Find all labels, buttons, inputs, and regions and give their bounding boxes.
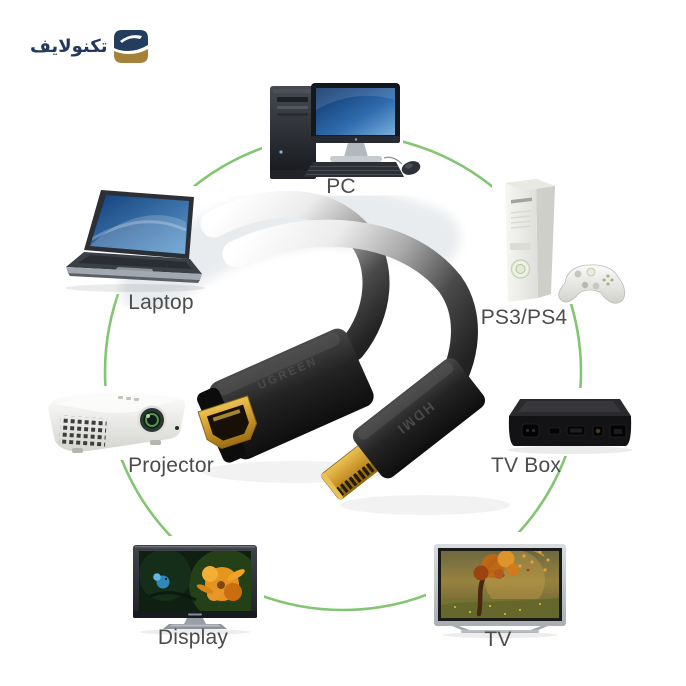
- hdmi-male-connector: HDMI: [320, 358, 486, 500]
- pc-illustration: [270, 83, 421, 179]
- projector-illustration: [48, 390, 186, 453]
- device-label-tv: TV: [484, 628, 512, 651]
- device-label-tv-box: TV Box: [490, 454, 562, 477]
- projector-vent: [59, 415, 107, 447]
- device-label-laptop: Laptop: [128, 291, 194, 314]
- game-console-illustration: [505, 179, 626, 304]
- hdmi-female-port: [197, 395, 258, 450]
- hdmi-female-connector: UGREEN: [197, 328, 374, 463]
- game-controller: [558, 264, 626, 304]
- brand-name: تكنولايف: [30, 35, 108, 57]
- pc-keyboard: [303, 162, 404, 177]
- brand-logo-icon: [114, 30, 149, 63]
- device-label-projector: Projector: [128, 454, 214, 477]
- device-label-pc: PC: [326, 175, 356, 198]
- tv-box-illustration: [508, 399, 632, 454]
- cable-to-male: [222, 219, 478, 408]
- device-label-ps3-ps4: PS3/PS4: [480, 306, 568, 329]
- pc-mouse: [401, 161, 421, 175]
- display-illustration: [133, 545, 257, 635]
- laptop-illustration: [65, 190, 205, 292]
- device-label-display: Display: [157, 626, 229, 649]
- hdmi-extension-cable: UGREEN: [197, 190, 510, 515]
- brand-logo: تكنولايف: [30, 30, 149, 63]
- tv-illustration: [434, 544, 566, 638]
